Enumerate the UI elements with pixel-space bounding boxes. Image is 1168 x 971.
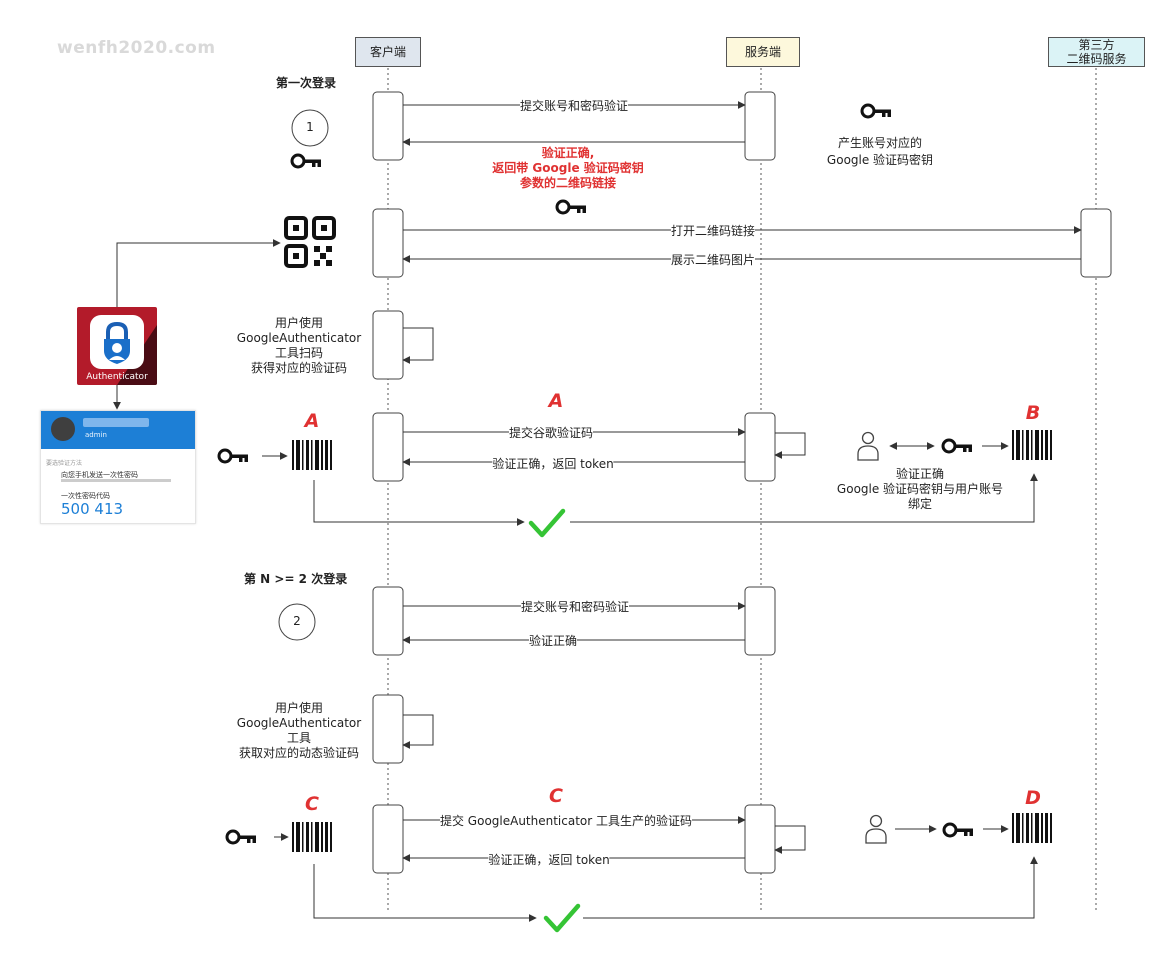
client-activation [372, 804, 404, 874]
authenticator-screenshot: admin 要选验证方法 向您手机发送一次性密码 一次性密码代码 500 413 [40, 410, 196, 524]
step-number-2: 2 [293, 614, 301, 628]
lock-icon [104, 321, 130, 364]
barcode-icon [292, 822, 332, 852]
login-path [313, 864, 537, 922]
authenticator-app-icon: Authenticator [77, 307, 157, 385]
watermark: wenfh2020.com [57, 38, 216, 58]
msg-show-qr-label: 展示二维码图片 [670, 251, 756, 268]
third-party-header: 第三方 二维码服务 [1048, 37, 1145, 67]
user-icon [865, 814, 887, 844]
client-activation [372, 694, 404, 764]
phase1-title: 第一次登录 [276, 76, 337, 90]
checkmark-icon [531, 511, 563, 535]
checkmark-icon [546, 906, 578, 930]
arrow-to-qr [116, 239, 281, 307]
msg-token-2-label: 验证正确，返回 token [488, 851, 610, 868]
self-call-scan [402, 327, 434, 364]
key-icon [225, 829, 258, 845]
server-activation [744, 412, 776, 482]
label-a-client: A [304, 410, 320, 432]
step-number-1: 1 [306, 120, 314, 134]
bind-path [313, 480, 525, 526]
login-path [583, 856, 1038, 919]
account-role: admin [85, 431, 107, 439]
client-activation [372, 208, 404, 278]
section-title: 要选验证方法 [46, 460, 83, 467]
label-c-message: C [549, 785, 563, 807]
username-blurred [83, 418, 149, 427]
key-icon [860, 103, 893, 119]
otp-code: 500 413 [61, 500, 124, 518]
self-call-verify [774, 432, 806, 459]
dynamic-code-note: 用户使用 GoogleAuthenticator 工具 获取对应的动态验证码 [236, 701, 362, 760]
avatar [51, 417, 75, 441]
key-icon [942, 822, 975, 838]
key-icon [555, 199, 588, 215]
barcode-icon [292, 440, 332, 470]
server-note: 产生账号对应的 Google 验证码密钥 [826, 136, 934, 167]
client-activation [372, 412, 404, 482]
label-c-client: C [305, 793, 319, 815]
key-icon [290, 153, 323, 169]
server-activation [744, 586, 776, 656]
label-d: D [1025, 787, 1041, 809]
user-icon [857, 431, 879, 461]
client-activation [372, 310, 404, 380]
bind-note: 验证正确 Google 验证码密钥与用户账号 绑定 [836, 467, 1004, 511]
app-tile-label: Authenticator [86, 372, 148, 382]
msg-token-label: 验证正确，返回 token [492, 455, 614, 472]
third-activation [1080, 208, 1112, 278]
bind-path [570, 473, 1038, 523]
client-activation [372, 586, 404, 656]
self-call-verify-2 [774, 825, 806, 854]
client-header: 客户端 [355, 37, 421, 67]
qr-code-icon [284, 216, 336, 268]
msg-submit-code-label: 提交谷歌验证码 [508, 424, 594, 441]
key-icon [941, 438, 974, 454]
client-activation [372, 91, 404, 161]
barcode-icon [1012, 430, 1052, 460]
label-b: B [1025, 402, 1041, 424]
step-circle-2 [278, 603, 316, 641]
option-sms: 向您手机发送一次性密码 [61, 471, 138, 479]
server-header: 服务端 [726, 37, 800, 67]
msg-open-qr-label: 打开二维码链接 [670, 222, 756, 239]
label-a-message: A [548, 390, 564, 412]
reply-qr-link-label: 验证正确, 返回带 Google 验证码密钥 参数的二维码链接 [492, 146, 644, 190]
phase2-title: 第 N >= 2 次登录 [244, 572, 348, 586]
server-activation [744, 804, 776, 874]
key-icon [217, 448, 250, 464]
option-otp: 一次性密码代码 [61, 492, 110, 500]
scan-note: 用户使用 GoogleAuthenticator 工具扫码 获得对应的验证码 [236, 316, 362, 375]
msg-submit-account-label: 提交账号和密码验证 [519, 97, 629, 114]
msg-ok-2-label: 验证正确 [528, 632, 578, 649]
msg-submit-account-2-label: 提交账号和密码验证 [520, 598, 630, 615]
barcode-icon [1012, 813, 1052, 843]
server-activation [744, 91, 776, 161]
msg-submit-code-2-label: 提交 GoogleAuthenticator 工具生产的验证码 [439, 812, 693, 829]
self-call-dynamic [402, 714, 434, 749]
step-circle-1 [291, 109, 329, 147]
